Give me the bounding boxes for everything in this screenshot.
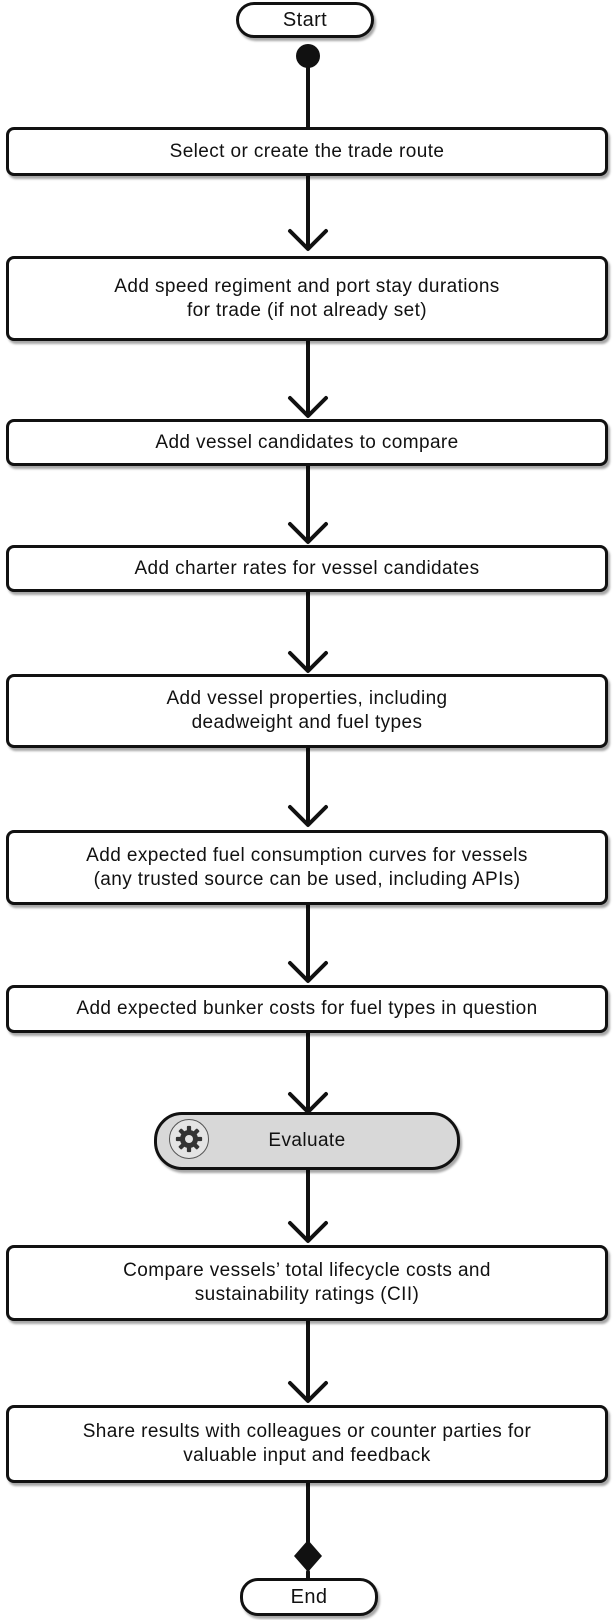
final-diamond [294, 1540, 322, 1572]
step-label: Add charter rates for vessel candidates [134, 557, 480, 579]
arrowhead-5-6 [288, 805, 328, 827]
initial-node-dot [296, 44, 320, 68]
step-add-speed-regiment: Add speed regiment and port stay duratio… [6, 256, 608, 341]
step-compare-vessels: Compare vessels’ total lifecycle costs a… [6, 1245, 608, 1321]
step-select-trade-route: Select or create the trade route [6, 127, 608, 176]
step-label: Share results with colleagues or counter… [82, 1421, 532, 1466]
step-share-results: Share results with colleagues or counter… [6, 1405, 608, 1483]
step-add-charter-rates: Add charter rates for vessel candidates [6, 545, 608, 592]
start-label: Start [282, 9, 328, 31]
arrowhead-1-2 [288, 229, 328, 251]
step-label: Add expected fuel consumption curves for… [86, 844, 528, 890]
step-add-bunker-costs: Add expected bunker costs for fuel types… [6, 985, 608, 1033]
step-label: Compare vessels’ total lifecycle costs a… [123, 1260, 491, 1305]
arrowhead-6-7 [288, 961, 328, 983]
step-label: Add vessel properties, including deadwei… [166, 688, 448, 733]
gear-icon [169, 1119, 209, 1159]
end-label: End [290, 1586, 328, 1608]
step-label: Add vessel candidates to compare [155, 431, 459, 453]
arrowhead-compare-share [288, 1381, 328, 1403]
step-add-vessel-properties: Add vessel properties, including deadwei… [6, 674, 608, 748]
step-label: Add expected bunker costs for fuel types… [76, 998, 538, 1019]
arrowhead-4-5 [288, 651, 328, 673]
end-node: End [240, 1578, 378, 1616]
evaluate-label: Evaluate [268, 1130, 346, 1151]
evaluate-action-node: Evaluate [154, 1112, 460, 1170]
start-node: Start [236, 2, 374, 38]
step-add-vessel-candidates: Add vessel candidates to compare [6, 419, 608, 466]
step-label: Select or create the trade route [169, 140, 445, 162]
arrowhead-evaluate-compare [288, 1221, 328, 1243]
step-label: Add speed regiment and port stay duratio… [114, 275, 500, 321]
step-add-fuel-consumption: Add expected fuel consumption curves for… [6, 830, 608, 905]
arrowhead-2-3 [288, 396, 328, 418]
arrowhead-3-4 [288, 522, 328, 544]
